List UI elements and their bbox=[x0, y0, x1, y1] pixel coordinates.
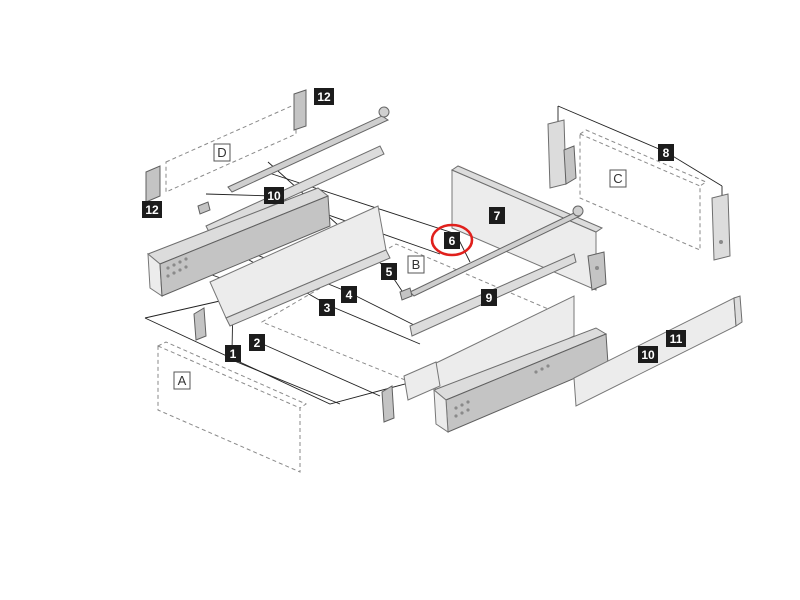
panel-label-a: A bbox=[173, 371, 191, 390]
right-drawer-side bbox=[433, 295, 609, 433]
back-panel bbox=[450, 165, 607, 291]
back-bracket-right bbox=[711, 193, 731, 261]
panel-label-c: C bbox=[609, 169, 627, 188]
part-label-5: 5 bbox=[381, 263, 397, 280]
clip-bottom-left bbox=[145, 165, 161, 203]
svg-text:11: 11 bbox=[670, 332, 683, 346]
panel-label-d: D bbox=[213, 143, 231, 162]
svg-text:6: 6 bbox=[449, 234, 456, 248]
panel-a-outline bbox=[157, 341, 308, 473]
panel-c-outline bbox=[579, 129, 708, 251]
svg-text:B: B bbox=[412, 257, 421, 272]
svg-text:12: 12 bbox=[145, 203, 159, 217]
part-label-4: 4 bbox=[341, 286, 357, 303]
svg-text:10: 10 bbox=[267, 189, 281, 203]
part-label-7: 7 bbox=[489, 207, 505, 224]
svg-text:7: 7 bbox=[494, 209, 501, 223]
svg-text:1: 1 bbox=[230, 347, 237, 361]
svg-text:10: 10 bbox=[641, 348, 655, 362]
svg-text:5: 5 bbox=[386, 265, 393, 279]
part-label-8: 8 bbox=[658, 144, 674, 161]
back-bracket-left bbox=[547, 119, 577, 189]
gallery-rail-left bbox=[205, 106, 390, 235]
svg-text:12: 12 bbox=[317, 90, 331, 104]
highlight-circle-part-6 bbox=[430, 223, 474, 257]
small-connector-parts bbox=[197, 201, 413, 301]
svg-text:9: 9 bbox=[486, 291, 493, 305]
part-label-9: 9 bbox=[481, 289, 497, 306]
svg-text:A: A bbox=[178, 373, 187, 388]
svg-text:4: 4 bbox=[346, 288, 353, 302]
svg-text:8: 8 bbox=[663, 146, 670, 160]
part-label-10-bottom: 10 bbox=[638, 346, 658, 363]
svg-text:2: 2 bbox=[254, 336, 261, 350]
part-label-3: 3 bbox=[319, 299, 335, 316]
part-label-12-left: 12 bbox=[142, 201, 162, 218]
part-label-12-top: 12 bbox=[314, 88, 334, 105]
front-bracket-left bbox=[193, 307, 207, 341]
clip-top-right bbox=[293, 89, 307, 131]
part-label-6: 6 bbox=[444, 232, 460, 249]
left-drawer-side bbox=[147, 187, 391, 327]
svg-text:D: D bbox=[217, 145, 226, 160]
panel-label-b: B bbox=[407, 255, 425, 274]
panel-d-outline bbox=[165, 103, 297, 193]
part-label-11: 11 bbox=[666, 330, 686, 347]
front-bracket-right bbox=[381, 361, 441, 423]
svg-text:C: C bbox=[613, 171, 622, 186]
svg-text:3: 3 bbox=[324, 301, 331, 315]
part-label-1: 1 bbox=[225, 345, 241, 362]
part-label-10-top: 10 bbox=[264, 187, 284, 204]
part-label-2: 2 bbox=[249, 334, 265, 351]
